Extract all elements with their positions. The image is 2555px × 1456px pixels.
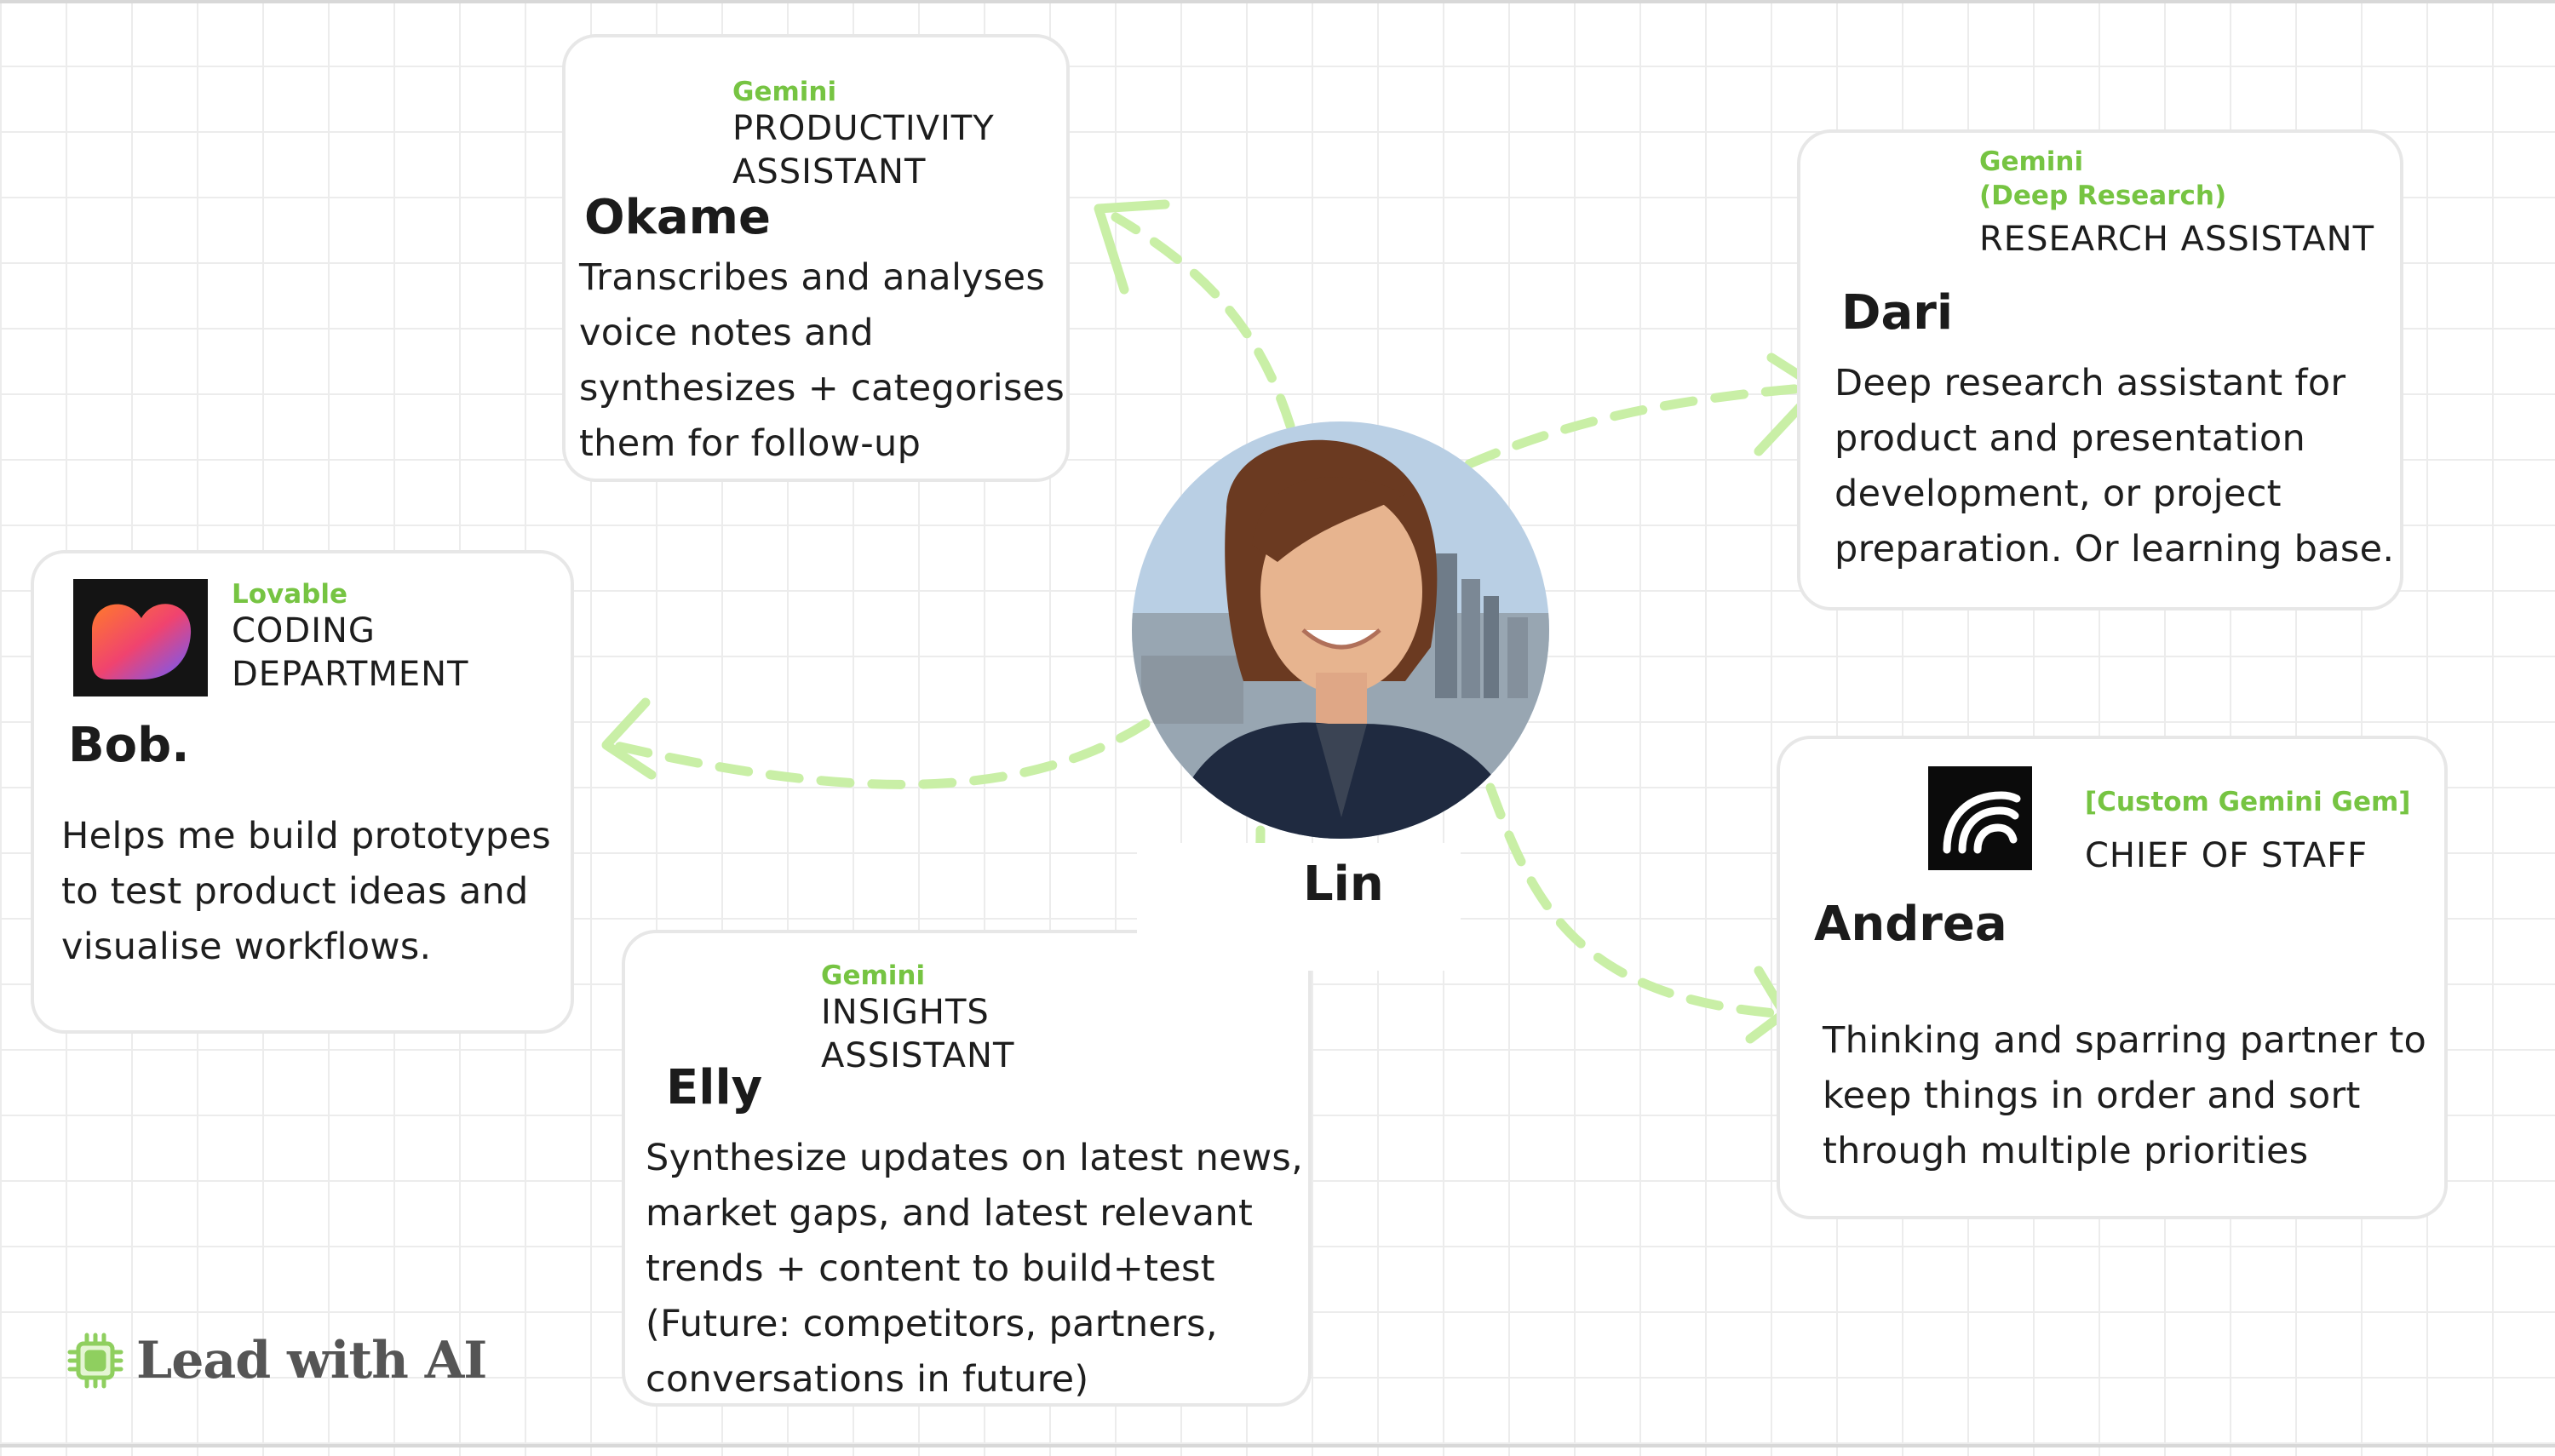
okame-role: PRODUCTIVITY ASSISTANT	[732, 107, 995, 194]
bob-role: CODING DEPARTMENT	[232, 610, 468, 696]
okame-source: Gemini	[732, 75, 836, 109]
andrea-source: [Custom Gemini Gem]	[2085, 785, 2410, 819]
lin-name: Lin	[1303, 857, 1384, 912]
dari-description: Deep research assistant for product and …	[1834, 356, 2394, 577]
arrow-to-andrea	[1490, 788, 1776, 1013]
andrea-role: CHIEF OF STAFF	[2085, 834, 2368, 878]
bob-card: Lovable CODING DEPARTMENT Bob. Helps me …	[31, 550, 574, 1034]
bob-name: Bob.	[68, 719, 190, 773]
lovable-heart-icon	[73, 579, 208, 696]
okame-name: Okame	[584, 191, 771, 245]
bottom-border	[0, 1444, 2555, 1447]
top-border	[0, 0, 2555, 3]
logo-text: Lead with AI	[136, 1331, 486, 1390]
custom-gem-icon	[1928, 766, 2032, 870]
dari-role: RESEARCH ASSISTANT	[1979, 218, 2374, 261]
andrea-card: [Custom Gemini Gem] CHIEF OF STAFF Andre…	[1777, 736, 2448, 1219]
arrowhead-okame	[1099, 204, 1165, 289]
lin-avatar	[1124, 417, 1567, 868]
okame-description: Transcribes and analyses voice notes and…	[579, 250, 1065, 472]
andrea-name: Andrea	[1814, 897, 2007, 952]
lin-label-box	[1137, 843, 1461, 971]
bob-source: Lovable	[232, 577, 347, 611]
elly-description: Synthesize updates on latest news, marke…	[646, 1131, 1303, 1407]
chip-icon	[66, 1332, 124, 1390]
okame-card: Gemini PRODUCTIVITY ASSISTANT Okame Tran…	[562, 34, 1070, 482]
dari-name: Dari	[1841, 286, 1953, 341]
dari-source: Gemini (Deep Research)	[1979, 145, 2226, 213]
lead-with-ai-logo: Lead with AI	[66, 1328, 486, 1393]
arrow-to-dari	[1469, 387, 1814, 464]
elly-source: Gemini	[821, 959, 925, 993]
bob-description: Helps me build prototypes to test produc…	[61, 809, 551, 975]
arrow-to-bob	[613, 724, 1145, 784]
andrea-description: Thinking and sparring partner to keep th…	[1823, 1013, 2426, 1179]
elly-role: INSIGHTS ASSISTANT	[821, 991, 1014, 1078]
elly-card: Gemini INSIGHTS ASSISTANT Elly Synthesiz…	[622, 930, 1312, 1407]
arrowhead-bob	[606, 702, 652, 775]
dari-card: Gemini (Deep Research) RESEARCH ASSISTAN…	[1797, 129, 2403, 610]
arrow-to-okame	[1116, 217, 1290, 426]
elly-name: Elly	[666, 1061, 762, 1115]
